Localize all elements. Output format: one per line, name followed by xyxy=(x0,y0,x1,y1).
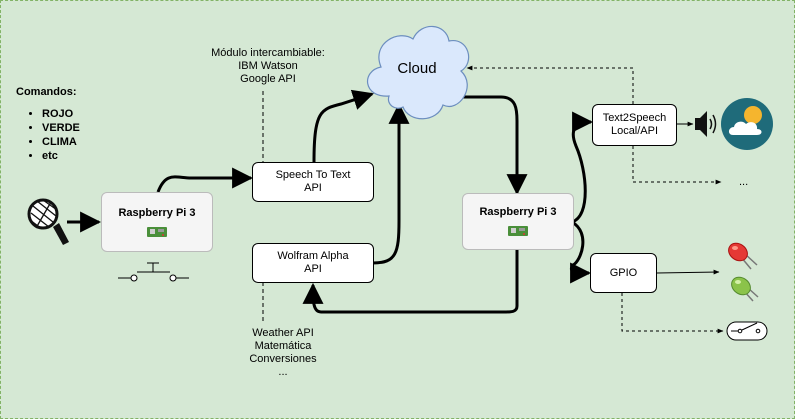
wolfram-to-cloud-arrow xyxy=(372,102,410,265)
gpio-to-switch-dashed-arrow xyxy=(621,293,724,334)
node-line: API xyxy=(304,182,322,194)
node-title: Raspberry Pi 3 xyxy=(479,206,557,218)
commands-list: ROJO VERDE CLIMA etc xyxy=(16,107,80,163)
speech-to-text-node: Speech To Text API xyxy=(252,162,374,202)
command-item: ROJO xyxy=(42,107,80,121)
wolfram-alpha-node: Wolfram Alpha API xyxy=(252,243,374,283)
gpio-node: GPIO xyxy=(590,253,657,293)
node-title: Raspberry Pi 3 xyxy=(118,206,196,219)
cloud-label: Cloud xyxy=(397,60,437,77)
speaker-icon xyxy=(695,111,717,137)
rpi-right-to-gpio-arrow xyxy=(570,220,592,284)
text2speech-node: Text2Speech Local/API xyxy=(592,104,677,146)
tts-to-cloud-dashed-arrow xyxy=(466,65,634,104)
switch-icon xyxy=(726,321,768,341)
commands-panel: Comandos: ROJO VERDE CLIMA etc xyxy=(16,85,80,163)
modular-note: Módulo intercambiable: IBM Watson Google… xyxy=(203,47,333,86)
note-line: Matemática xyxy=(254,340,312,352)
command-item: etc xyxy=(42,149,80,163)
command-item: VERDE xyxy=(42,121,80,135)
note-line: Módulo intercambiable: xyxy=(211,47,325,59)
note-line: ... xyxy=(278,366,288,378)
node-line: Text2Speech xyxy=(602,112,667,124)
gpio-to-led-arrow xyxy=(656,269,720,275)
rpi-right-to-wolfram-arrow xyxy=(302,250,519,314)
note-line: Weather API xyxy=(252,327,314,339)
node-line: GPIO xyxy=(609,266,638,279)
push-button-icon xyxy=(118,262,189,282)
note-line: IBM Watson xyxy=(238,60,298,72)
command-item: CLIMA xyxy=(42,135,80,149)
cloud-shape xyxy=(366,25,470,120)
raspberry-pi-left-node: Raspberry Pi 3 xyxy=(101,192,213,252)
cloud-to-rpi-right-arrow xyxy=(446,95,528,196)
note-line: Google API xyxy=(240,73,296,85)
tts-to-more-dashed-arrow xyxy=(632,146,722,185)
node-line: Local/API xyxy=(610,125,659,137)
microphone-icon xyxy=(27,198,69,245)
node-line: Speech To Text xyxy=(275,169,351,181)
rpi-right-to-tts-arrow xyxy=(571,111,594,224)
green-led-icon xyxy=(731,276,759,302)
weather-icon xyxy=(721,98,773,150)
raspberry-pi-board-icon xyxy=(147,226,167,237)
commands-title: Comandos: xyxy=(16,86,77,98)
rpi-to-stt-arrow xyxy=(156,167,254,193)
node-line: API xyxy=(304,263,322,275)
raspberry-pi-right-node: Raspberry Pi 3 xyxy=(462,193,574,250)
red-led-icon xyxy=(728,242,758,270)
node-line: Wolfram Alpha xyxy=(277,250,349,262)
stt-to-cloud-arrow xyxy=(312,89,374,163)
note-line: Conversiones xyxy=(249,353,317,365)
more-outputs-note: ... xyxy=(739,176,749,188)
wolfram-uses-note: Weather API Matemática Conversiones ... xyxy=(233,327,333,379)
raspberry-pi-board-icon xyxy=(508,226,528,236)
